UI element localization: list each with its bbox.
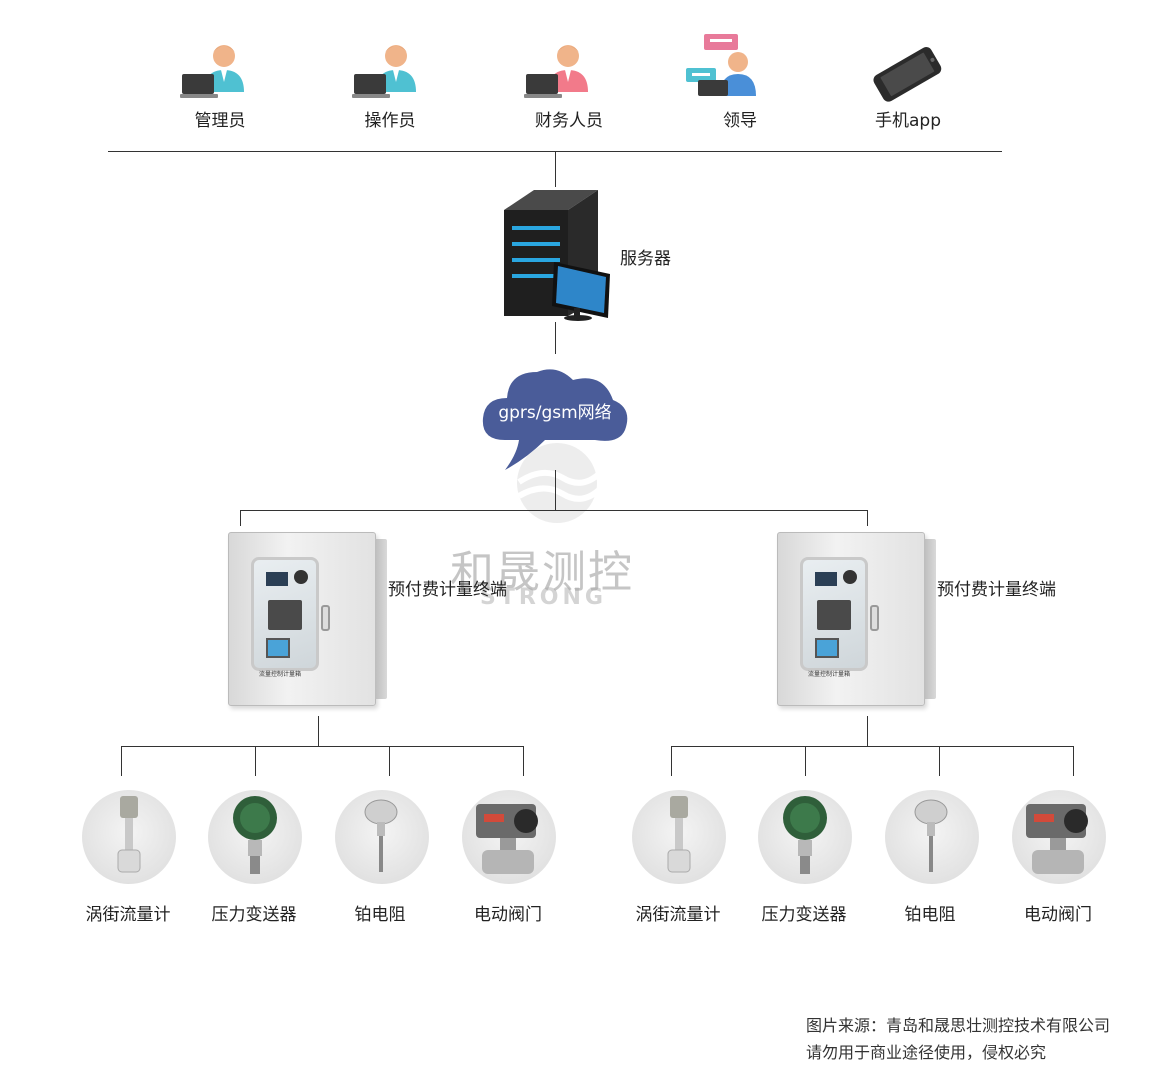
pressure-transmitter-icon <box>758 790 852 884</box>
connector-cloud-bus <box>555 470 556 510</box>
electric-valve-icon <box>462 790 556 884</box>
footer-source: 图片来源：青岛和晟思壮测控技术有限公司 <box>806 1016 1111 1035</box>
electric-valve-icon <box>1012 790 1106 884</box>
watermark-sub: STRONG <box>480 585 607 610</box>
device-label-1-2: 压力变送器 <box>211 905 297 925</box>
device-bus-line-1 <box>121 746 524 747</box>
connector-users-server <box>555 151 556 187</box>
device-label-1-4: 电动阀门 <box>474 905 542 925</box>
pressure-transmitter-icon <box>208 790 302 884</box>
device-label-1-3: 铂电阻 <box>354 905 406 925</box>
device-drop-1-3 <box>389 746 390 776</box>
device-drop-1-2 <box>255 746 256 776</box>
server-icon <box>498 188 616 326</box>
vortex-flowmeter-icon <box>82 790 176 884</box>
watermark-logo <box>503 442 611 524</box>
admin-icon <box>178 40 268 110</box>
server-label: 服务器 <box>620 249 671 269</box>
vortex-flowmeter-icon <box>632 790 726 884</box>
device-drop-1-1 <box>121 746 122 776</box>
user-label-leader: 领导 <box>723 111 757 131</box>
user-label-operator: 操作员 <box>364 111 416 131</box>
terminal-label-2: 预付费计量终端 <box>937 580 1056 600</box>
terminal-plate-1: 流量控制计量箱 <box>259 671 302 678</box>
connector-bus-terminal-2 <box>867 510 868 526</box>
device-label-2-1: 涡街流量计 <box>635 905 721 925</box>
device-label-1-1: 涡街流量计 <box>85 905 171 925</box>
terminal-bus-line <box>240 510 868 511</box>
mobile-phone-icon <box>866 44 956 114</box>
platinum-resistance-icon <box>885 790 979 884</box>
connector-bus-terminal-1 <box>240 510 241 526</box>
terminal-label-1: 预付费计量终端 <box>388 580 507 600</box>
operator-icon <box>350 40 440 110</box>
user-label-finance: 财务人员 <box>535 111 603 131</box>
user-label-admin: 管理员 <box>194 111 246 131</box>
device-bus-line-2 <box>671 746 1074 747</box>
connector-server-cloud <box>555 322 556 354</box>
device-drop-2-2 <box>805 746 806 776</box>
leader-icon <box>684 32 774 102</box>
watermark-text: 和晟测控 <box>450 547 634 598</box>
terminal-cabinet-1: 流量控制计量箱 <box>228 532 387 706</box>
connector-terminal1-devices <box>318 716 319 746</box>
device-drop-2-3 <box>939 746 940 776</box>
terminal-cabinet-2: 流量控制计量箱 <box>777 532 936 706</box>
finance-icon <box>522 40 612 110</box>
device-label-2-3: 铂电阻 <box>904 905 956 925</box>
connector-terminal2-devices <box>867 716 868 746</box>
platinum-resistance-icon <box>335 790 429 884</box>
terminal-plate-2: 流量控制计量箱 <box>808 671 851 678</box>
user-label-mobile: 手机app <box>875 111 941 131</box>
device-drop-2-1 <box>671 746 672 776</box>
cloud-icon <box>475 358 635 473</box>
device-drop-2-4 <box>1073 746 1074 776</box>
device-label-2-2: 压力变送器 <box>761 905 847 925</box>
device-label-2-4: 电动阀门 <box>1024 905 1092 925</box>
device-drop-1-4 <box>523 746 524 776</box>
footer-notice: 请勿用于商业途径使用，侵权必究 <box>806 1043 1047 1062</box>
network-label: gprs/gsm网络 <box>498 403 612 423</box>
